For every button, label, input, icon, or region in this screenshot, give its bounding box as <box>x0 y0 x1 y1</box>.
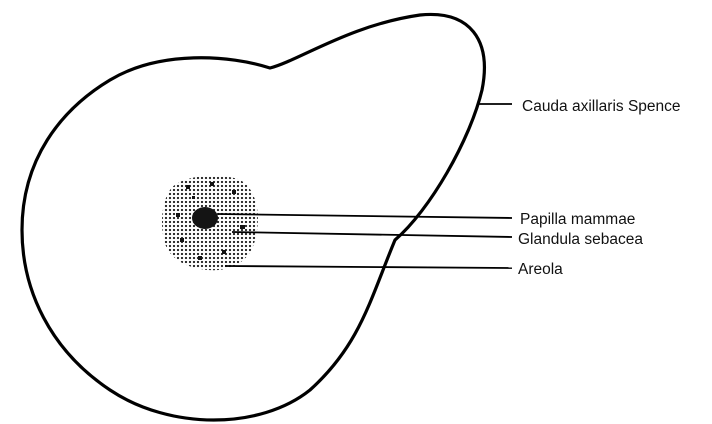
leader-line-glandula <box>232 232 512 237</box>
leader-line-papilla <box>218 214 512 218</box>
label-areola: Areola <box>518 261 563 278</box>
label-cauda-axillaris: Cauda axillaris Spence <box>522 98 681 115</box>
leader-line-areola <box>225 266 512 268</box>
nipple <box>192 207 218 229</box>
label-glandula-sebacea: Glandula sebacea <box>518 231 643 248</box>
label-papilla-mammae: Papilla mammae <box>520 211 635 228</box>
